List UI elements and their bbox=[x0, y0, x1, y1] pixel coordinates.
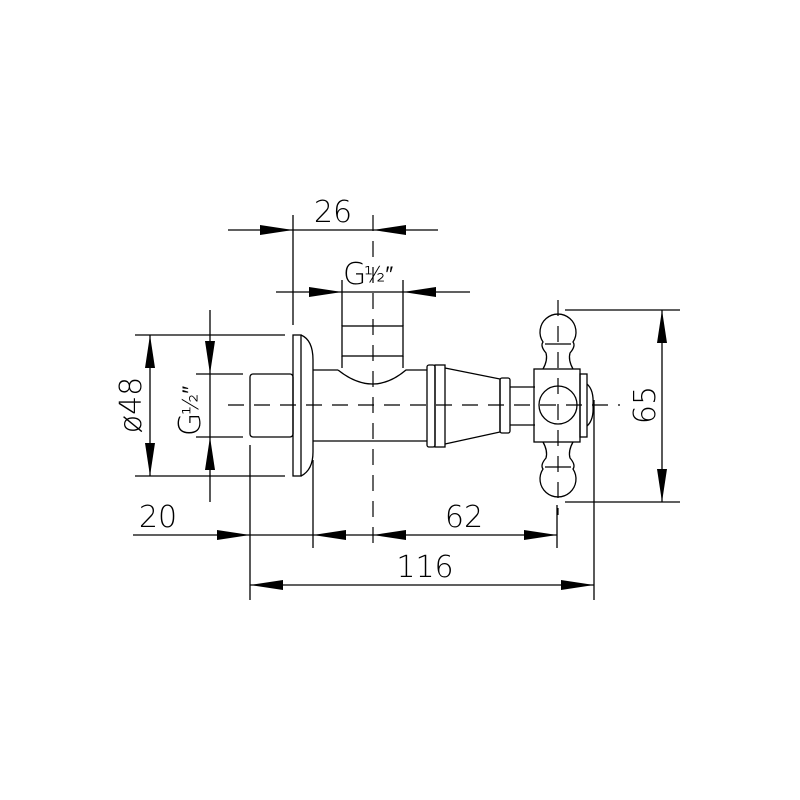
centerlines bbox=[228, 215, 620, 550]
dim-flange-diameter: ø48 bbox=[114, 377, 149, 434]
dim-handle-height: 65 bbox=[628, 386, 663, 424]
extension-lines bbox=[135, 215, 680, 600]
dim-inlet-length: 20 bbox=[139, 500, 177, 535]
dim-overall-length: 116 bbox=[396, 550, 453, 585]
dim-inlet-thread-fraction: ½″ bbox=[179, 386, 204, 415]
dim-inlet-thread: G bbox=[173, 413, 208, 436]
dim-top-width: 26 bbox=[314, 195, 352, 230]
dim-top-thread: G bbox=[343, 257, 366, 292]
valve-body bbox=[249, 325, 535, 477]
dim-top-thread-fraction: ½″ bbox=[364, 263, 393, 288]
dim-outlet-to-handle: 62 bbox=[445, 500, 483, 535]
dimension-lines bbox=[133, 225, 667, 590]
cross-handle bbox=[533, 313, 594, 498]
